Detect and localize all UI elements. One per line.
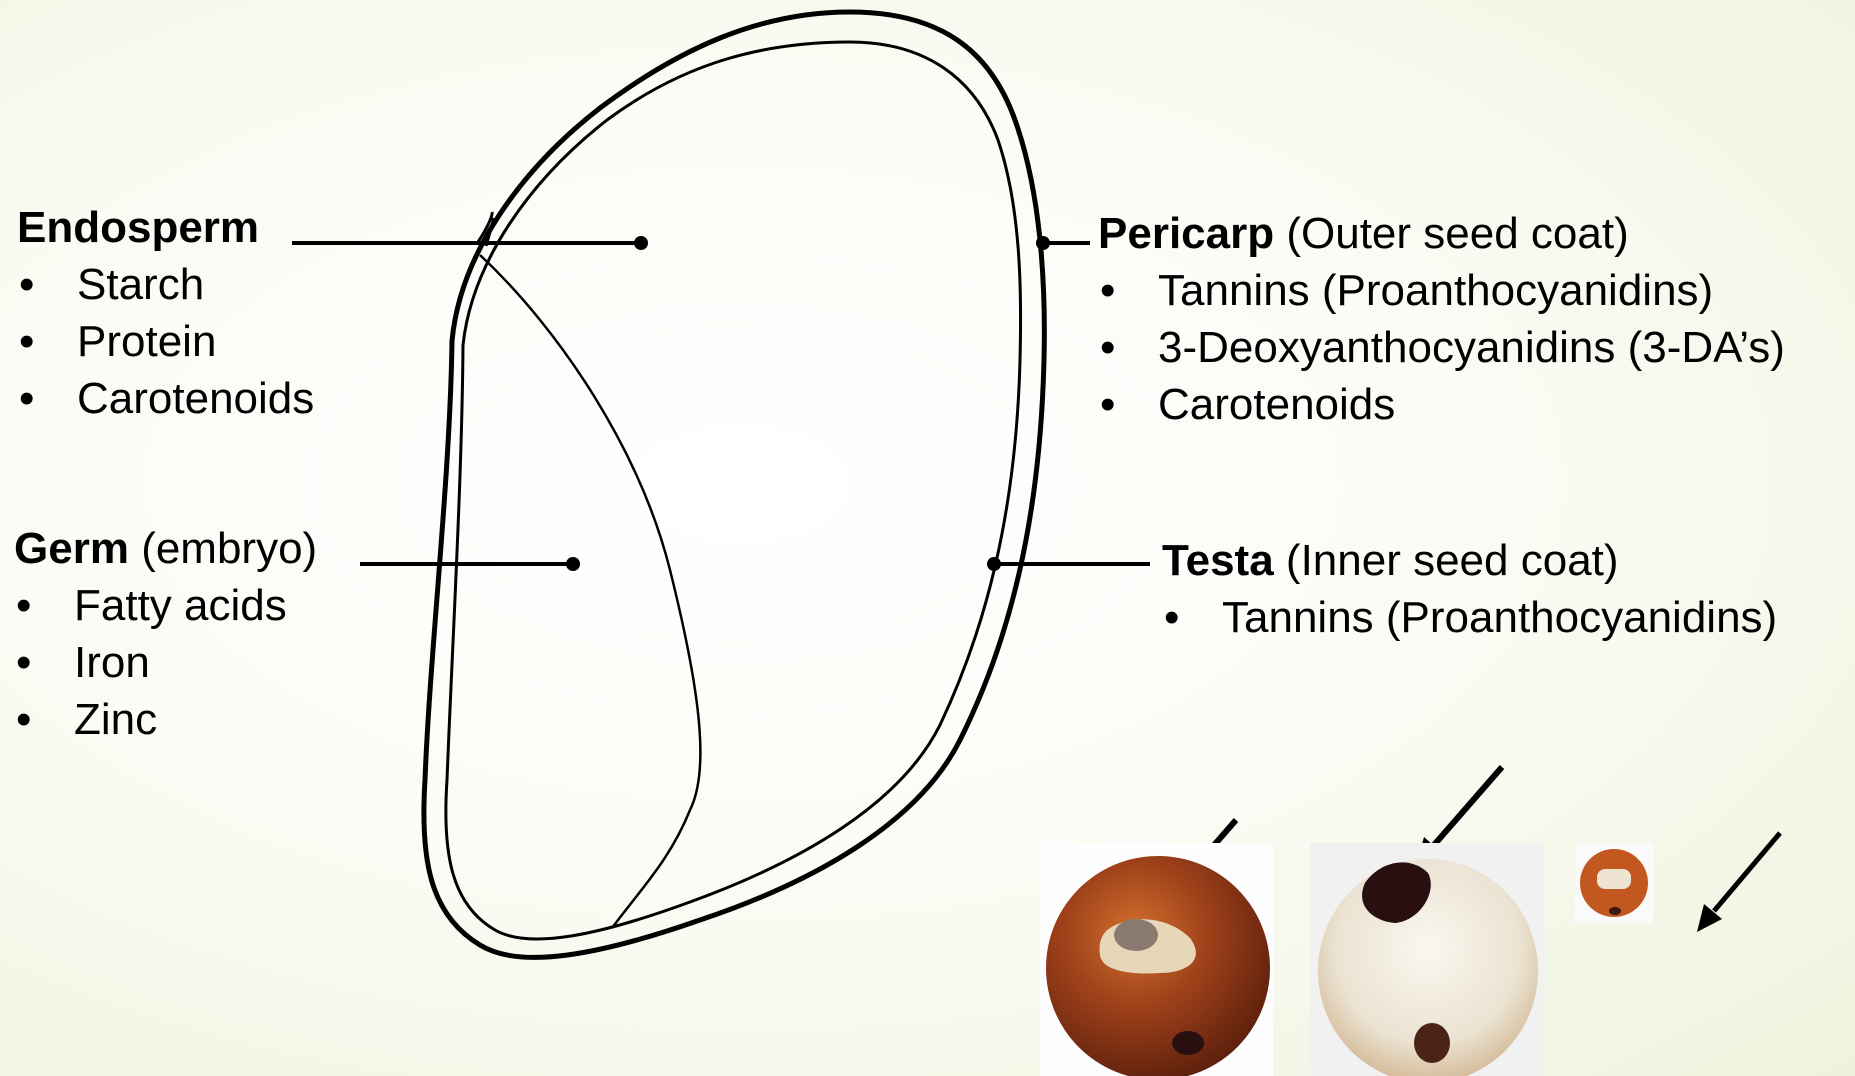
germ-heading: Germ (embryo) — [14, 520, 317, 577]
germ-subtitle: (embryo) — [141, 524, 317, 573]
germ-label-block: Germ (embryo) Fatty acids Iron Zinc — [14, 520, 317, 748]
small-kernel-photo — [1575, 843, 1653, 923]
pericarp-subtitle: (Outer seed coat) — [1286, 209, 1628, 258]
endosperm-heading: Endosperm — [17, 199, 314, 256]
list-item: 3-Deoxyanthocyanidins (3-DA’s) — [1098, 319, 1785, 376]
pericarp-list: Tannins (Proanthocyanidins) 3-Deoxyantho… — [1098, 262, 1785, 433]
list-item: Protein — [17, 313, 314, 370]
list-item: Iron — [14, 634, 317, 691]
testa-list: Tannins (Proanthocyanidins) — [1162, 589, 1777, 646]
germ-boundary — [480, 255, 700, 928]
endosperm-list: Starch Protein Carotenoids — [17, 256, 314, 427]
pericarp-title: Pericarp — [1098, 209, 1274, 258]
testa-heading: Testa (Inner seed coat) — [1162, 532, 1777, 589]
pericarp-leader-dot — [1036, 236, 1050, 250]
endosperm-leader-dot — [634, 236, 648, 250]
list-item: Fatty acids — [14, 577, 317, 634]
list-item: Zinc — [14, 691, 317, 748]
endosperm-label-block: Endosperm Starch Protein Carotenoids — [17, 199, 314, 427]
testa-leader-dot — [987, 557, 1001, 571]
pericarp-label-block: Pericarp (Outer seed coat) Tannins (Proa… — [1098, 205, 1785, 433]
list-item: Carotenoids — [1098, 376, 1785, 433]
arrow-small-kernel-shaft — [1714, 833, 1780, 911]
small-kernel-drawing — [1575, 843, 1653, 923]
list-item: Carotenoids — [17, 370, 314, 427]
outline-notch — [478, 212, 494, 246]
red-kernel-drawing — [1040, 843, 1273, 1076]
seed-outer-outline — [424, 12, 1045, 957]
endosperm-title: Endosperm — [17, 203, 259, 252]
testa-subtitle: (Inner seed coat) — [1286, 536, 1619, 585]
testa-label-block: Testa (Inner seed coat) Tannins (Proanth… — [1162, 532, 1777, 646]
germ-list: Fatty acids Iron Zinc — [14, 577, 317, 748]
testa-title: Testa — [1162, 536, 1274, 585]
germ-title: Germ — [14, 524, 129, 573]
list-item: Tannins (Proanthocyanidins) — [1098, 262, 1785, 319]
red-kernel-photo — [1040, 843, 1273, 1076]
seed-inner-outline — [446, 42, 1021, 939]
arrow-white-kernel-shaft — [1434, 767, 1502, 845]
list-item: Starch — [17, 256, 314, 313]
pericarp-heading: Pericarp (Outer seed coat) — [1098, 205, 1785, 262]
white-kernel-drawing — [1310, 843, 1544, 1076]
germ-leader-dot — [566, 557, 580, 571]
list-item: Tannins (Proanthocyanidins) — [1162, 589, 1777, 646]
white-kernel-photo — [1310, 843, 1544, 1076]
